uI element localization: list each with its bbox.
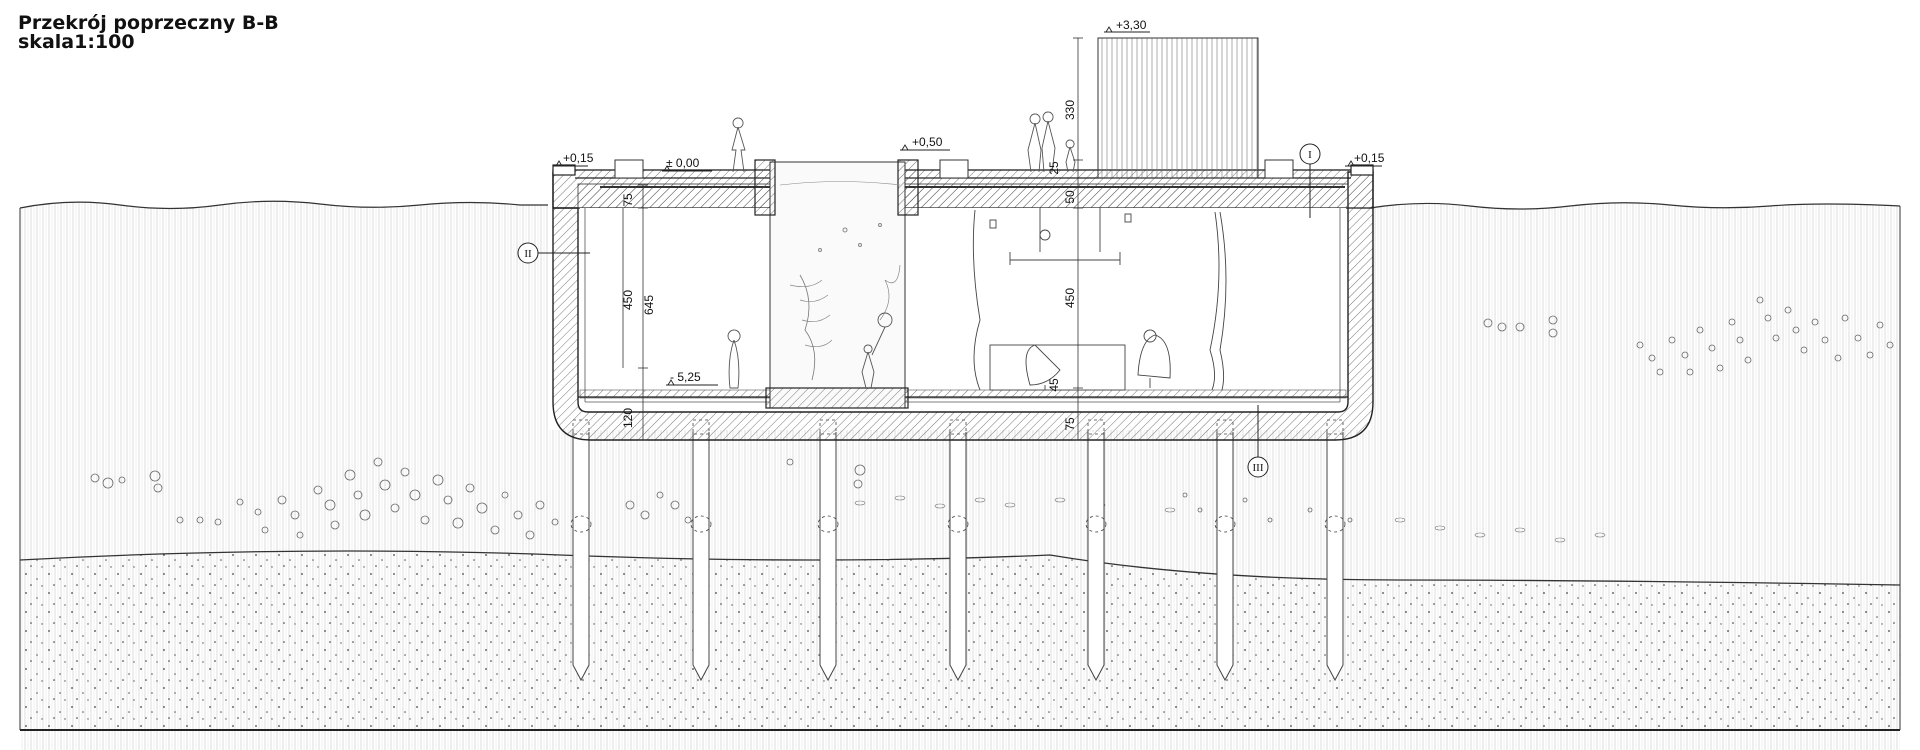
dim-25: 25: [1047, 161, 1061, 175]
level-plus-015-left: +0,15: [563, 151, 594, 165]
level-zero: ± 0,00: [666, 156, 700, 170]
level-plus-330: +3,30: [1116, 18, 1147, 32]
marker-iii: III: [1253, 462, 1264, 474]
callout-markers: [517, 143, 1321, 478]
dim-75-top: 75: [621, 193, 635, 207]
scale-label: skala1:100: [18, 31, 135, 53]
marker-ii: II: [524, 248, 532, 260]
dim-50: 50: [1063, 190, 1077, 204]
dimension-lines: [622, 37, 1083, 441]
aquarium-tank: [754, 159, 919, 409]
level-minus-525: - 5,25: [670, 370, 701, 384]
dim-330: 330: [1063, 100, 1077, 120]
fish-school: [854, 495, 1606, 543]
dim-120: 120: [621, 408, 635, 428]
drawing-title: Przekrój poprzeczny B-B skala1:100: [18, 14, 279, 52]
marker-i: I: [1308, 149, 1312, 161]
bubbles-right: [1182, 296, 1894, 523]
dim-645: 645: [642, 295, 656, 315]
level-plus-050: +0,50: [912, 135, 943, 149]
building-shell: [552, 164, 1374, 441]
bubbles-left: [90, 457, 866, 540]
dim-45: 45: [1047, 378, 1061, 392]
roof-benches: [614, 159, 1294, 179]
dim-450-center: 450: [1063, 288, 1077, 308]
dim-450-left: 450: [621, 290, 635, 310]
level-plus-015-right: +0,15: [1354, 151, 1385, 165]
dim-75-bottom: 75: [1063, 417, 1077, 431]
interior-furniture: [972, 208, 1227, 391]
rooftop-kiosk: [1097, 37, 1259, 179]
level-markers: [553, 26, 1382, 386]
people-figures: [727, 111, 1076, 389]
piles: [570, 419, 1346, 682]
section-title: Przekrój poprzeczny B-B: [18, 12, 279, 34]
